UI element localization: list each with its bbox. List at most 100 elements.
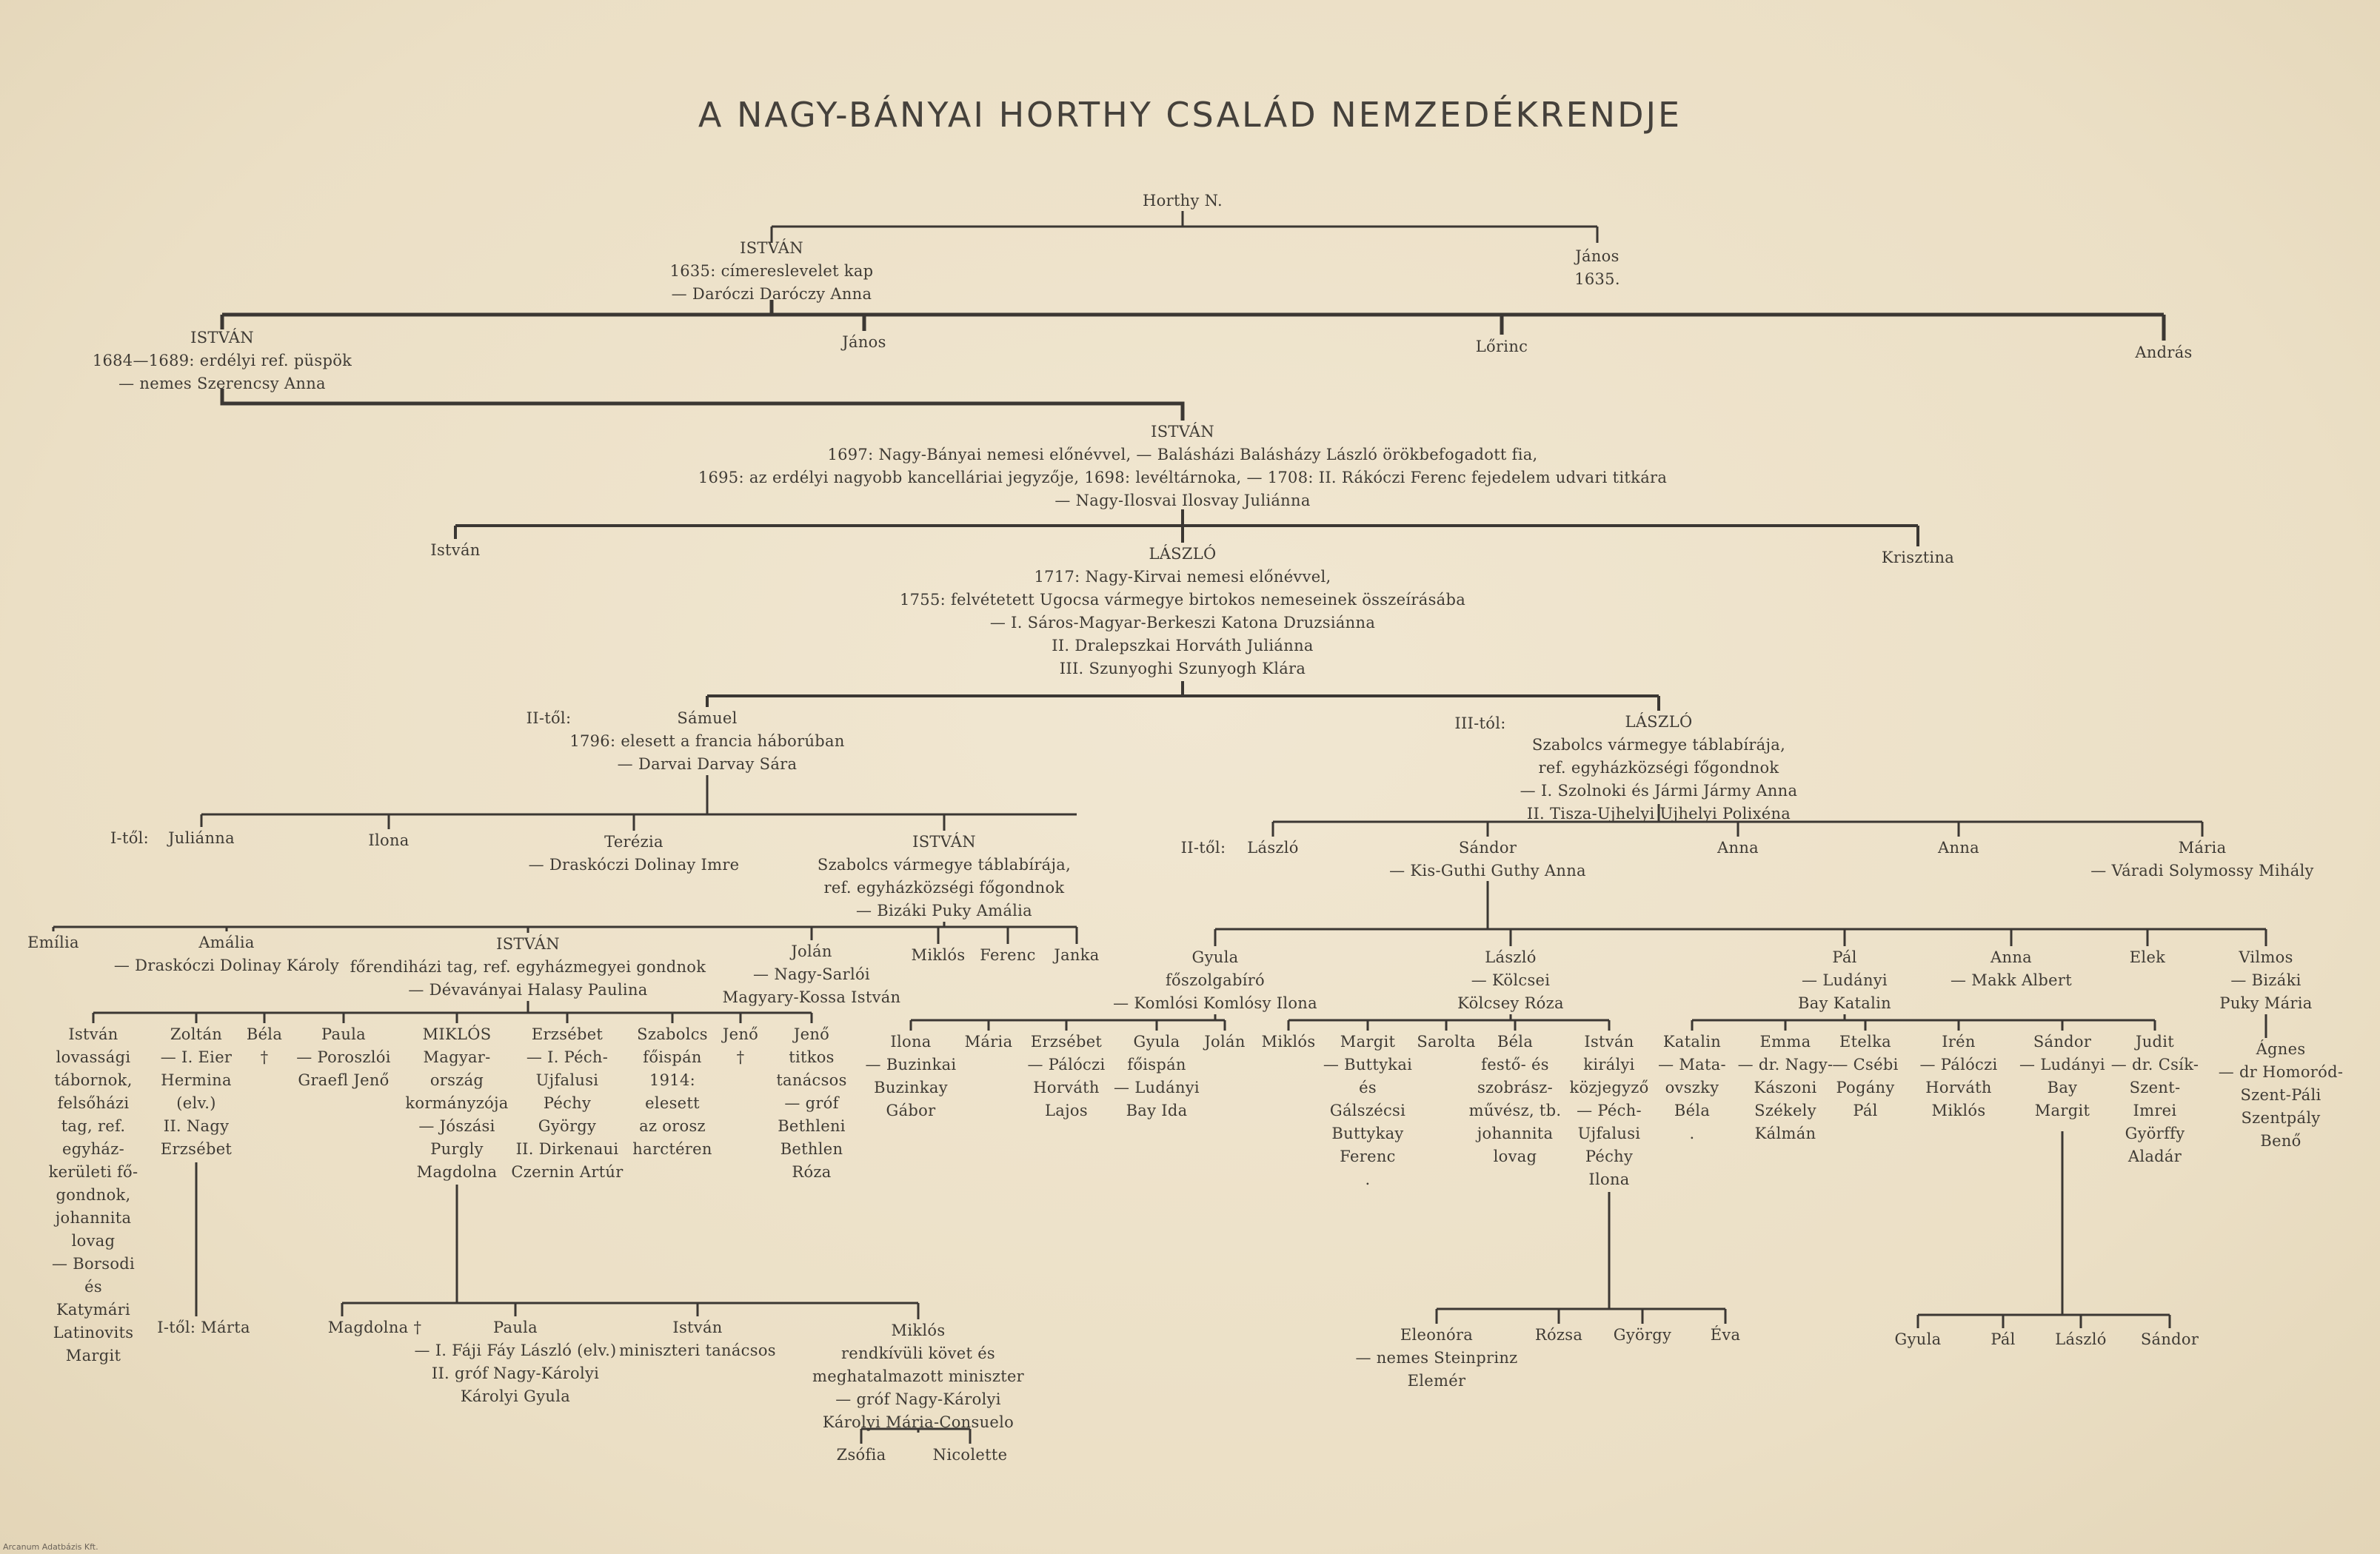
person-amalia: Amália — Draskóczi Dolinay Károly <box>113 934 340 974</box>
person-zsofia: Zsófia <box>836 1446 886 1464</box>
person-pal-ludanyi: Pál — Ludányi Bay Katalin <box>1798 948 1891 1012</box>
person-istvan-1635: ISTVÁN 1635: címereslevelet kap — Darócz… <box>669 239 874 303</box>
line-miklos-children <box>341 1185 920 1319</box>
person-jeno-tanacsos: Jenő titkos tanácsos — gróf Bethleni Bet… <box>776 1025 847 1181</box>
person-miklos-2: Miklós <box>1261 1033 1316 1051</box>
line-laszlo-kolcsei-children <box>1287 1014 1611 1031</box>
person-etelka: Etelka — Csébi Pogány Pál <box>1832 1033 1899 1119</box>
line-istvan-forendi-children <box>92 1001 813 1023</box>
line-gyula-children <box>909 1014 1226 1031</box>
line-gen3 <box>220 389 1185 421</box>
person-istvan-miniszteri: István miniszteri tanácsos <box>619 1319 776 1359</box>
person-paula-poroszloi: Paula — Poroszlói Graefl Jenő <box>296 1025 391 1089</box>
person-lorinc: Lőrinc <box>1475 338 1528 355</box>
person-eva: Éva <box>1710 1326 1741 1344</box>
person-i-tol: I-től: <box>110 829 150 847</box>
person-erzsebet-pechy: Erzsébet — I. Péch- Ujfalusi Péchy Györg… <box>511 1025 624 1181</box>
person-rozsa: Rózsa <box>1534 1326 1583 1344</box>
person-janka: Janka <box>1054 946 1100 964</box>
line-samuel-children <box>200 775 1077 831</box>
line-sandor-bay-children <box>1916 1131 2171 1328</box>
person-anna-1: Anna <box>1717 839 1759 857</box>
person-iii-tol: III-tól: <box>1454 714 1506 732</box>
person-istvan-tablabiro: ISTVÁN Szabolcs vármegye táblabírája, re… <box>817 833 1072 920</box>
person-sandor: Sándor — Kis-Guthi Guthy Anna <box>1389 839 1586 880</box>
line-gen4 <box>454 509 1919 546</box>
line-gen1 <box>770 211 1599 243</box>
person-terezia: Terézia — Draskóczi Dolinay Imre <box>528 833 740 874</box>
line-istvan-kozjegyzo-children <box>1435 1192 1727 1324</box>
person-istvan-kozjegyzo: István királyi közjegyző — Péch- Ujfalus… <box>1569 1033 1649 1188</box>
person-istvan-3: István <box>430 541 481 559</box>
person-ilona-buzinkai: Ilona — Buzinkai Buzinkay Gábor <box>865 1033 957 1119</box>
person-iren: Irén — Pálóczi Horváth Miklós <box>1919 1033 1998 1119</box>
person-miklos-1: Miklós <box>911 946 966 964</box>
person-gyorgy: György <box>1613 1326 1672 1344</box>
person-ii-tol-2: II-től: <box>1180 839 1226 857</box>
person-laszlo-kolcsei: László — Kölcsei Kölcsey Róza <box>1457 948 1564 1012</box>
line-gen2 <box>220 300 2166 341</box>
page-title: A NAGY-BÁNYAI HORTHY CSALÁD NEMZEDÉKREND… <box>698 95 1682 135</box>
person-bela-cross: Béla † <box>246 1025 283 1066</box>
person-horthy-n: Horthy N. <box>1143 192 1223 210</box>
person-samuel: Sámuel 1796: elesett a francia háborúban… <box>569 709 845 773</box>
person-istvan-1697: ISTVÁN 1697: Nagy-Bányai nemesi előnévve… <box>698 423 1668 509</box>
person-istvan-1684: ISTVÁN 1684—1689: erdélyi ref. püspök — … <box>92 329 352 392</box>
person-krisztina: Krisztina <box>1881 549 1955 566</box>
line-gen5 <box>706 681 1660 711</box>
person-laszlo-tablabiro: LÁSZLÓ Szabolcs vármegye táblabírája, re… <box>1520 713 1798 823</box>
line-miklos-kovet-children <box>860 1427 972 1444</box>
line-pal-children <box>1691 1014 2156 1031</box>
person-sandor-bay: Sándor — Ludányi Bay Margit <box>2019 1033 2105 1119</box>
person-andras: András <box>2135 344 2193 361</box>
person-ilona-1: Ilona <box>368 831 410 849</box>
person-szabolcs-foispan: Szabolcs főispán 1914: elesett az orosz … <box>632 1025 712 1158</box>
line-istvan-tablabiro-children <box>52 922 1078 944</box>
person-elek: Elek <box>2129 948 2166 966</box>
person-ii-tol: II-től: <box>526 709 572 727</box>
person-gyula-2: Gyula <box>1894 1330 1942 1348</box>
person-maria: Mária — Váradi Solymossy Mihály <box>2090 839 2314 880</box>
person-istvan-forendi: ISTVÁN főrendiházi tag, ref. egyházmegye… <box>350 935 706 999</box>
person-sandor-2: Sándor <box>2140 1330 2199 1348</box>
person-ferenc-1: Ferenc <box>980 946 1036 964</box>
person-sarolta: Sarolta <box>1417 1033 1476 1051</box>
footer-stamp: Arcanum Adatbázis Kft. <box>3 1542 98 1552</box>
person-judit: Judit — dr. Csík- Szent- Imrei Györffy A… <box>2110 1033 2199 1165</box>
person-maria-2: Mária <box>964 1033 1013 1051</box>
person-jolan: Jolán — Nagy-Sarlói Magyary-Kossa István <box>722 942 901 1006</box>
person-emma: Emma — dr. Nagy- Kászoni Székely Kálmán <box>1737 1033 1834 1142</box>
person-eleonora: Eleonóra — nemes Steinprinz Elemér <box>1355 1326 1518 1390</box>
person-vilmos: Vilmos — Bizáki Puky Mária <box>2219 948 2313 1012</box>
person-emilia: Emília <box>27 934 79 951</box>
person-janos-2: János <box>842 333 886 351</box>
person-gyula-ludanyi: Gyula főispán — Ludányi Bay Ida <box>1114 1033 1200 1119</box>
person-julianna: Juliánna <box>168 829 235 847</box>
person-istvan-lovassagi: István lovassági tábornok, felsőházi tag… <box>48 1025 138 1364</box>
person-janos-1635: János 1635. <box>1574 247 1620 288</box>
person-laszlo-1717: LÁSZLÓ 1717: Nagy-Kirvai nemesi előnévve… <box>899 545 1466 677</box>
person-zoltan: Zoltán — I. Eier Hermina (elv.) II. Nagy… <box>160 1025 233 1158</box>
person-i-tol-marta: I-től: Márta <box>157 1319 250 1336</box>
person-anna-makk: Anna — Makk Albert <box>1951 948 2072 989</box>
person-laszlo-3: László <box>2055 1330 2107 1348</box>
person-miklos-kovet: Miklós rendkívüli követ és meghatalmazot… <box>812 1322 1025 1431</box>
person-miklos-kormanyzo: MIKLÓS Magyar- ország kormányzója — Jósz… <box>405 1025 509 1181</box>
person-jolan-2: Jolán <box>1204 1033 1246 1051</box>
line-sandor-children <box>1214 881 2267 946</box>
line-laszlo-children <box>1271 804 2204 837</box>
person-bela-festo: Béla festő- és szobrász- művész, tb. joh… <box>1468 1033 1562 1165</box>
person-erzsebet-paloczi: Erzsébet — Pálóczi Horváth Lajos <box>1027 1033 1106 1119</box>
person-katalin: Katalin — Mata- ovszky Béla . <box>1658 1033 1726 1142</box>
person-gyula-foszolga: Gyula főszolgabíró — Komlósi Komlósy Ilo… <box>1113 948 1317 1012</box>
person-jeno-cross: Jenő † <box>722 1025 759 1066</box>
person-nicolette: Nicolette <box>932 1446 1008 1464</box>
person-margit-buttykai: Margit — Buttykai és Gálszécsi Buttykay … <box>1323 1033 1413 1188</box>
person-magdolna-cross: Magdolna † <box>327 1319 422 1336</box>
person-laszlo-2: László <box>1247 839 1299 857</box>
person-paula-faji: Paula — I. Fáji Fáy László (elv.) II. gr… <box>414 1319 617 1405</box>
person-agnes: Ágnes — dr Homoród- Szent-Páli Szentpály… <box>2218 1040 2344 1150</box>
person-anna-2: Anna <box>1938 839 1979 857</box>
